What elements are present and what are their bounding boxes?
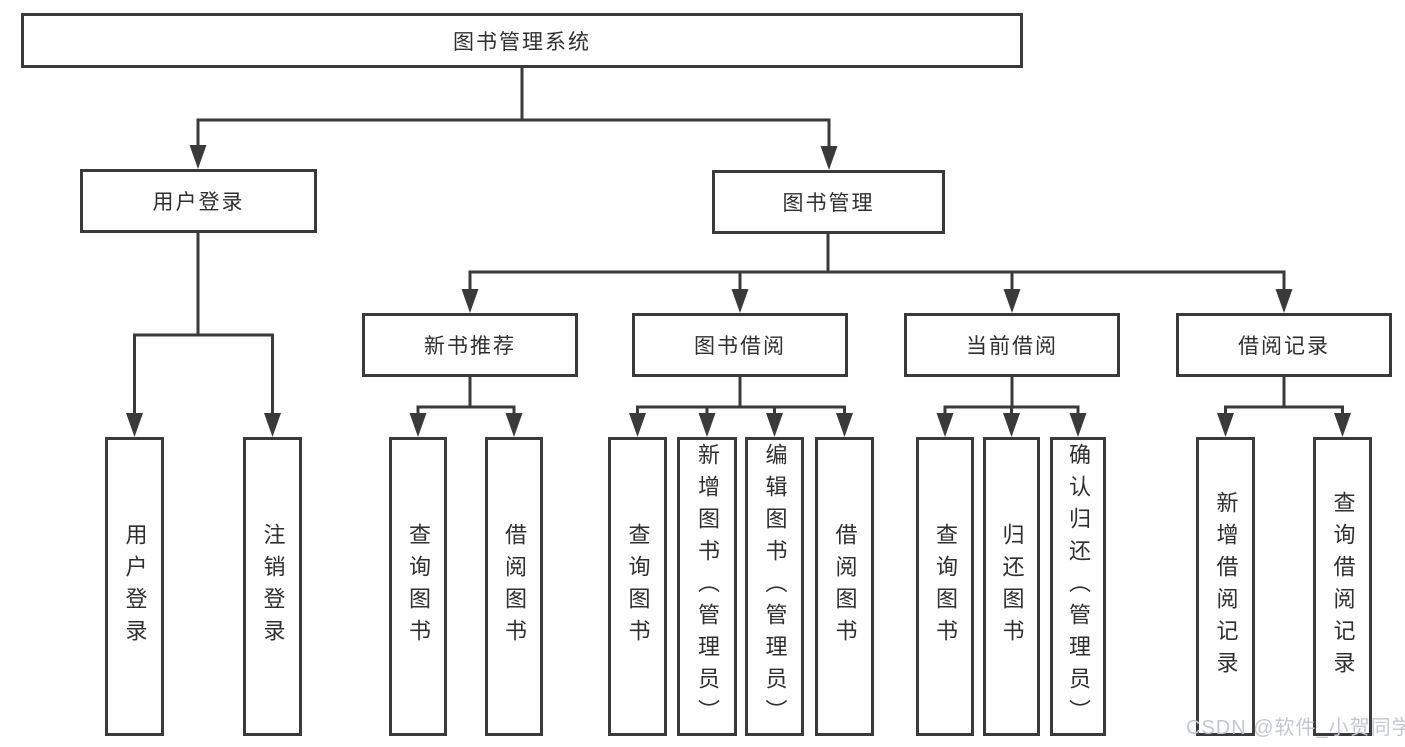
node-leaf-add-book-admin-label: 新增图书（管理员） — [695, 442, 720, 731]
node-borrow-records: 借阅记录 — [1176, 313, 1392, 377]
node-new-book-recommend: 新书推荐 — [362, 313, 578, 377]
node-user-login-module: 用户登录 — [80, 169, 317, 233]
node-leaf-add-borrow-record: 新增借阅记录 — [1196, 437, 1255, 736]
node-leaf-add-book-admin: 新增图书（管理员） — [677, 437, 737, 736]
node-root-system: 图书管理系统 — [21, 13, 1023, 68]
node-leaf-edit-book-admin: 编辑图书（管理员） — [745, 437, 804, 736]
node-leaf-query-book-borrow: 查询图书 — [608, 437, 667, 736]
csdn-watermark: CSDN @软件_小贺同学 — [1186, 717, 1405, 739]
node-leaf-borrow-book-newrec-label: 借阅图书 — [502, 522, 527, 651]
node-leaf-edit-book-admin-label: 编辑图书（管理员） — [762, 442, 788, 731]
node-root-system-label: 图书管理系统 — [453, 30, 591, 54]
connector-book-borrow — [629, 377, 853, 437]
node-leaf-login-label: 用户登录 — [122, 522, 148, 651]
node-current-borrow: 当前借阅 — [904, 313, 1120, 377]
node-leaf-logout-label: 注销登录 — [260, 522, 286, 651]
node-borrow-records-label: 借阅记录 — [1238, 335, 1330, 358]
node-leaf-logout: 注销登录 — [243, 437, 302, 736]
node-leaf-borrow-book-label: 借阅图书 — [832, 522, 858, 651]
connector-user-login — [126, 233, 281, 437]
node-book-management-module: 图书管理 — [712, 170, 945, 234]
connector-current-borrow — [936, 377, 1087, 437]
connector-root — [189, 68, 838, 170]
connector-book-management — [461, 234, 1293, 313]
node-current-borrow-label: 当前借阅 — [966, 335, 1058, 358]
node-leaf-login: 用户登录 — [105, 437, 164, 736]
node-leaf-query-book-borrow-label: 查询图书 — [625, 522, 651, 651]
node-leaf-confirm-return-admin-label: 确认归还（管理员） — [1066, 442, 1091, 731]
node-leaf-query-borrow-record: 查询借阅记录 — [1313, 437, 1372, 736]
node-leaf-confirm-return-admin: 确认归还（管理员） — [1050, 437, 1106, 736]
node-user-login-module-label: 用户登录 — [152, 191, 245, 214]
node-leaf-query-book-current: 查询图书 — [916, 437, 974, 736]
node-leaf-add-borrow-record-label: 新增借阅记录 — [1213, 490, 1239, 683]
node-leaf-return-book: 归还图书 — [983, 437, 1040, 736]
node-leaf-query-book-current-label: 查询图书 — [933, 522, 958, 651]
node-leaf-query-book-newrec-label: 查询图书 — [406, 522, 431, 651]
node-leaf-query-book-newrec: 查询图书 — [389, 437, 447, 736]
node-book-borrow: 图书借阅 — [632, 313, 848, 377]
node-book-management-module-label: 图书管理 — [782, 192, 875, 215]
node-book-borrow-label: 图书借阅 — [694, 335, 786, 358]
connector-new-book — [409, 377, 523, 437]
node-new-book-recommend-label: 新书推荐 — [424, 335, 516, 358]
node-leaf-borrow-book-newrec: 借阅图书 — [485, 437, 543, 736]
connector-borrow-records — [1217, 377, 1351, 437]
node-leaf-return-book-label: 归还图书 — [999, 522, 1025, 651]
node-leaf-query-borrow-record-label: 查询借阅记录 — [1330, 490, 1356, 683]
node-leaf-borrow-book: 借阅图书 — [815, 437, 874, 736]
